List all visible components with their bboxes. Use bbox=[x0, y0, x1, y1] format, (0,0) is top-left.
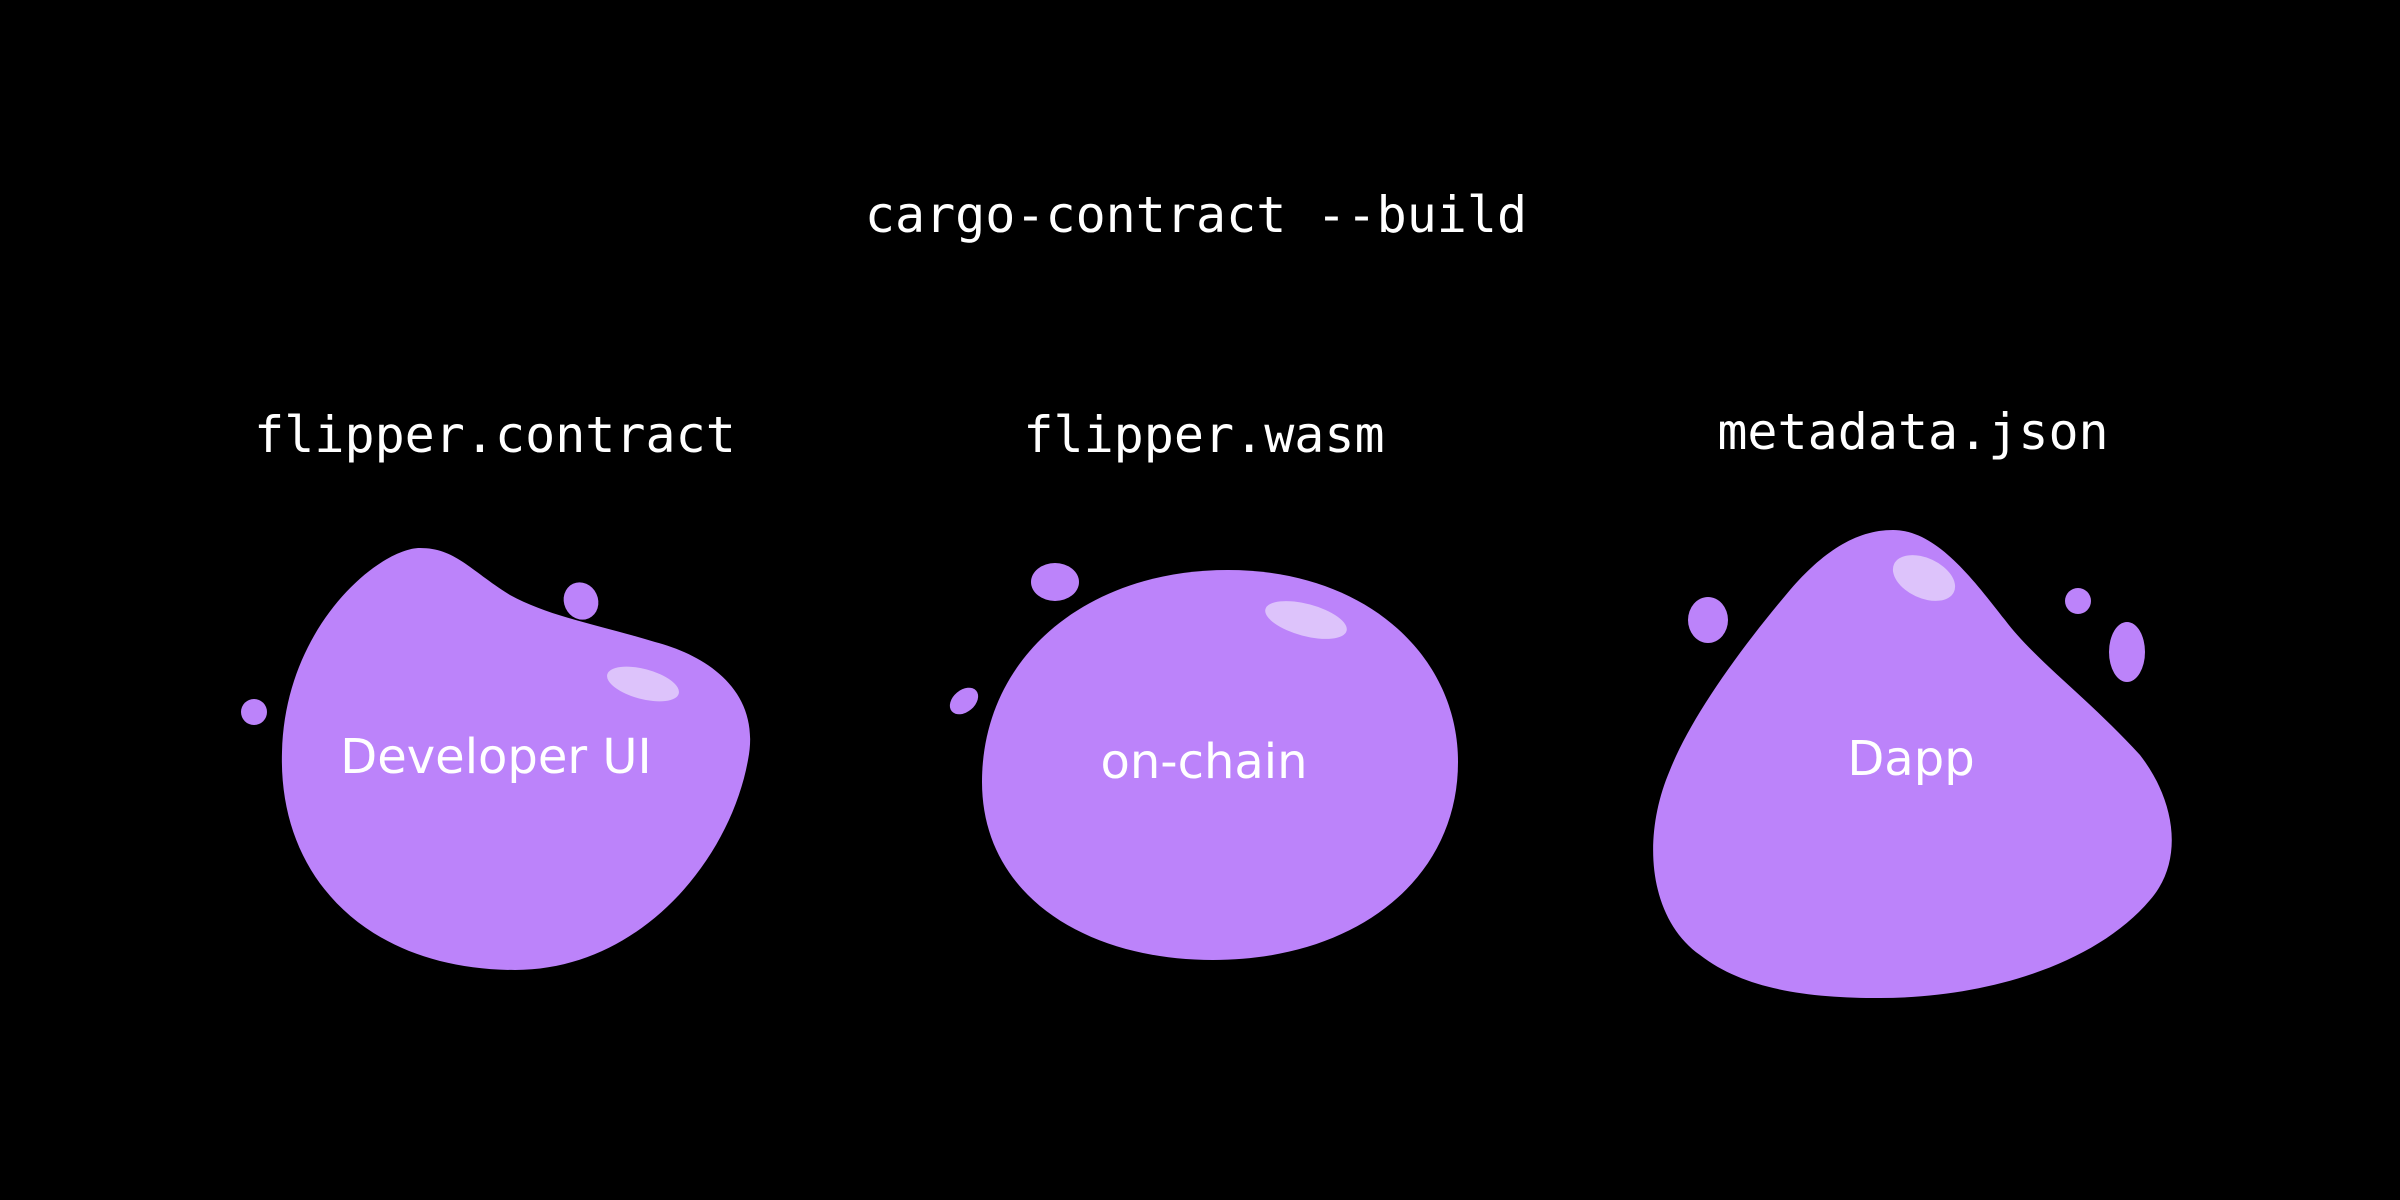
blob-highlight-developer-ui bbox=[607, 666, 679, 702]
file-label-metadata-json: metadata.json bbox=[1717, 403, 2108, 461]
blob-dapp: Dapp bbox=[1653, 530, 2172, 998]
bubble-small-dapp bbox=[2065, 588, 2091, 614]
blob-on-chain: on-chain bbox=[949, 563, 1458, 960]
bubble-large-dapp bbox=[1688, 597, 1728, 643]
blob-highlight-on-chain bbox=[1265, 601, 1347, 639]
file-label-flipper-contract: flipper.contract bbox=[254, 406, 736, 464]
blob-shape-developer-ui bbox=[281, 548, 751, 970]
bubble-oval-dapp bbox=[2109, 622, 2145, 682]
target-label-developer-ui: Developer UI bbox=[340, 729, 651, 785]
blob-developer-ui: Developer UI bbox=[241, 548, 751, 970]
blob-shape-on-chain bbox=[982, 570, 1458, 960]
bubble-large-developer-ui bbox=[563, 582, 599, 620]
bubble-small-developer-ui bbox=[241, 699, 267, 725]
blob-highlight-dapp bbox=[1892, 555, 1956, 601]
bubble-small-on-chain bbox=[949, 687, 979, 715]
file-label-flipper-wasm: flipper.wasm bbox=[1023, 406, 1384, 464]
target-label-dapp: Dapp bbox=[1847, 731, 1974, 787]
bubble-large-on-chain bbox=[1031, 563, 1079, 601]
diagram-title: cargo-contract --build bbox=[865, 186, 1527, 244]
target-label-on-chain: on-chain bbox=[1100, 734, 1307, 790]
blob-shape-dapp bbox=[1653, 530, 2172, 998]
